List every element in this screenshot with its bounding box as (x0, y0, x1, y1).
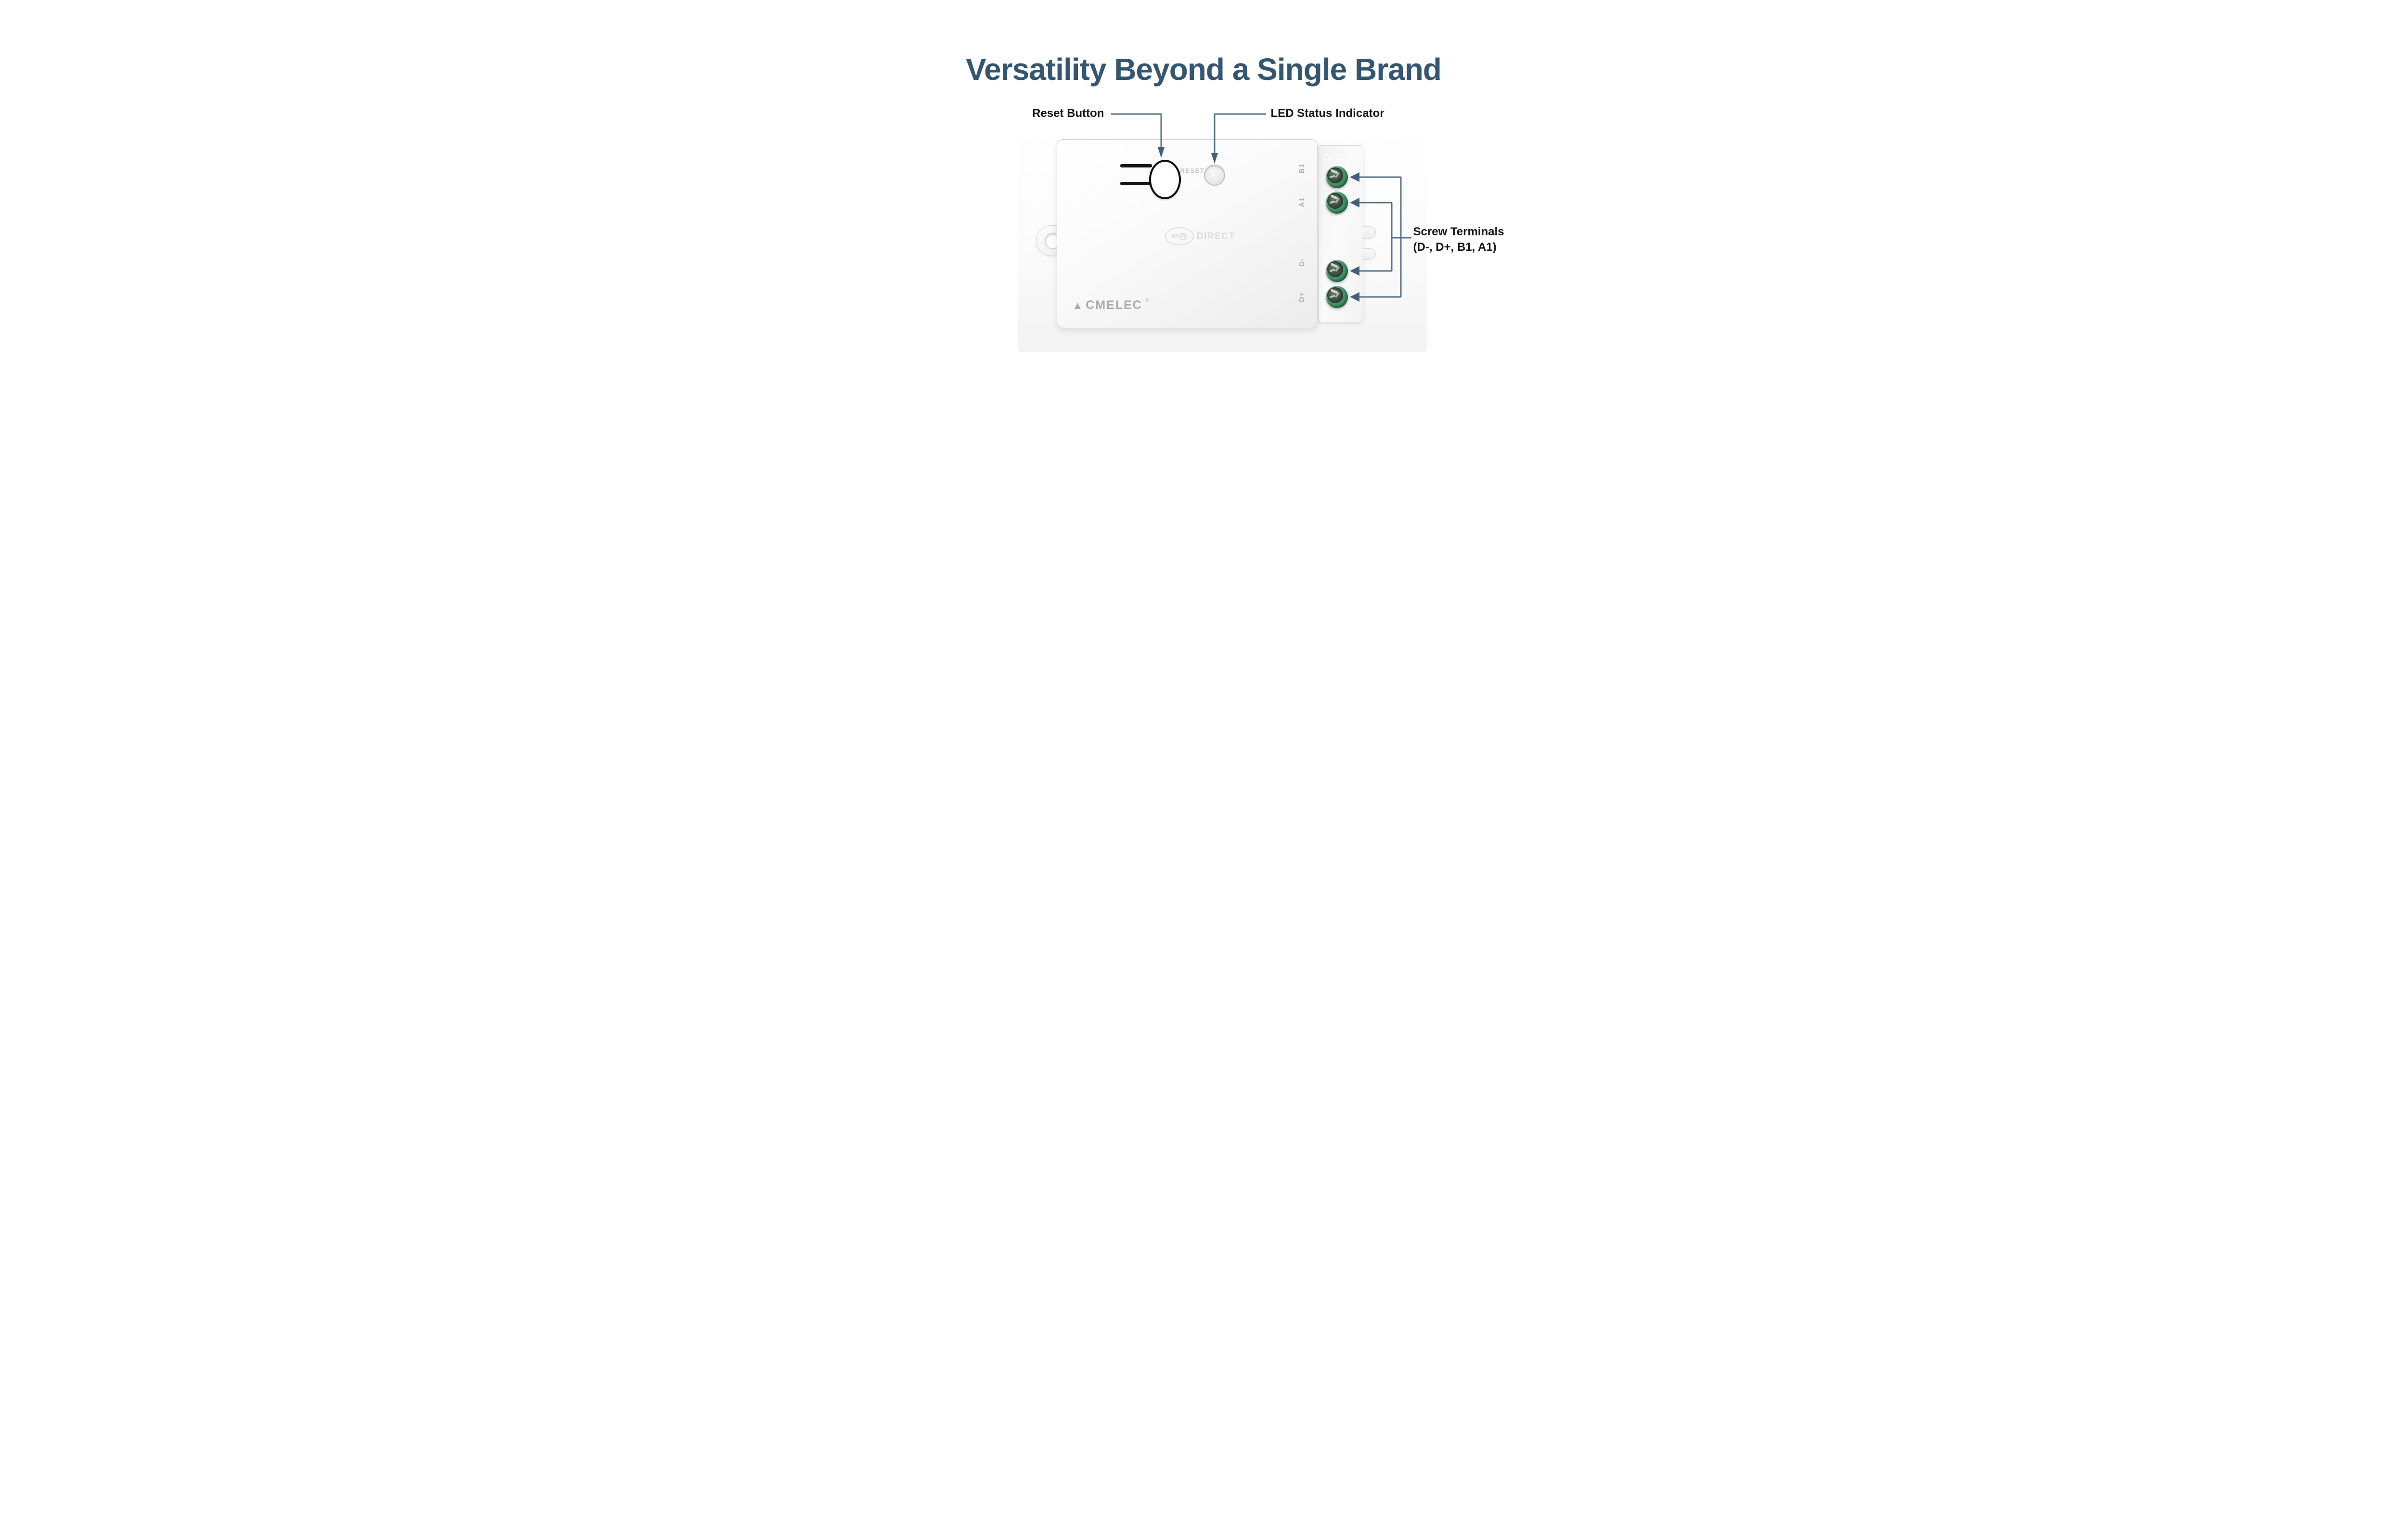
callout-reset-button: Reset Button (1032, 107, 1104, 120)
screw-head-icon (1327, 167, 1343, 183)
infographic-canvas: Versatility Beyond a Single Brand RESET … (858, 0, 1549, 385)
led-glint-icon (1212, 174, 1215, 176)
terminal-label-a1: A1 (1297, 197, 1306, 207)
screw-terminal-d-plus (1325, 286, 1348, 308)
screw-terminal-a1 (1325, 192, 1348, 214)
terminal-label-d-minus: D- (1297, 258, 1306, 267)
mounting-tab-right-upper (1362, 226, 1376, 239)
terminal-label-d-plus: D+ (1297, 292, 1306, 302)
reset-button (1149, 160, 1181, 199)
brand-triangle-icon: ▲ (1072, 299, 1083, 311)
registered-mark: ® (1144, 297, 1149, 304)
out-port-label: OUT (1322, 152, 1347, 162)
wifi-direct-text: DIRECT (1196, 231, 1235, 242)
wifi-logo-icon: Wi Fi (1165, 227, 1194, 245)
callout-screw-terminals-line1: Screw Terminals (1413, 225, 1504, 238)
screw-head-icon (1327, 287, 1343, 303)
screw-terminal-d-minus (1325, 260, 1348, 282)
mounting-tab-right-lower (1362, 248, 1376, 260)
led-glint-icon (1210, 170, 1213, 172)
page-title: Versatility Beyond a Single Brand (966, 51, 1442, 87)
screw-terminal-b1 (1325, 166, 1348, 188)
reset-slot-bar-top (1120, 164, 1152, 167)
reset-slot-bar-bottom (1120, 182, 1152, 185)
screw-head-icon (1327, 193, 1343, 209)
wifi-direct-watermark: Wi Fi DIRECT (1165, 227, 1235, 245)
led-status-indicator (1204, 165, 1225, 186)
terminal-label-b1: B1 (1297, 163, 1306, 174)
brand-logo: ▲ CMELEC ® (1073, 298, 1149, 312)
callout-screw-terminals-line2: (D-, D+, B1, A1) (1413, 241, 1497, 254)
callout-led-status: LED Status Indicator (1270, 107, 1385, 120)
reset-engraving: RESET (1180, 167, 1205, 174)
in-port-label: IN (1329, 306, 1342, 318)
brand-name: CMELEC (1086, 298, 1142, 312)
callout-screw-terminals: Screw Terminals (D-, D+, B1, A1) (1413, 224, 1504, 255)
screw-head-icon (1327, 261, 1343, 277)
